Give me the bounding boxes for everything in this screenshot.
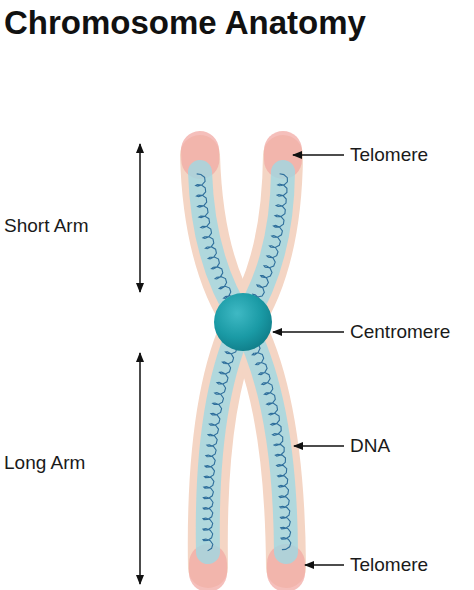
dimension-arrows xyxy=(139,144,141,584)
centromere-sphere xyxy=(214,293,272,351)
part-label: DNA xyxy=(350,435,390,457)
arm-label: Long Arm xyxy=(4,452,85,474)
dna-strand xyxy=(203,322,245,551)
part-label: Telomere xyxy=(350,144,428,166)
part-label: Centromere xyxy=(350,321,450,343)
dna-strand xyxy=(241,324,291,550)
part-label: Telomere xyxy=(350,554,428,576)
leader-lines xyxy=(273,155,344,565)
chromatid-arms xyxy=(200,150,286,573)
diagram-title: Chromosome Anatomy xyxy=(4,4,366,42)
arm-label: Short Arm xyxy=(4,215,88,237)
dna-coil xyxy=(196,174,291,551)
